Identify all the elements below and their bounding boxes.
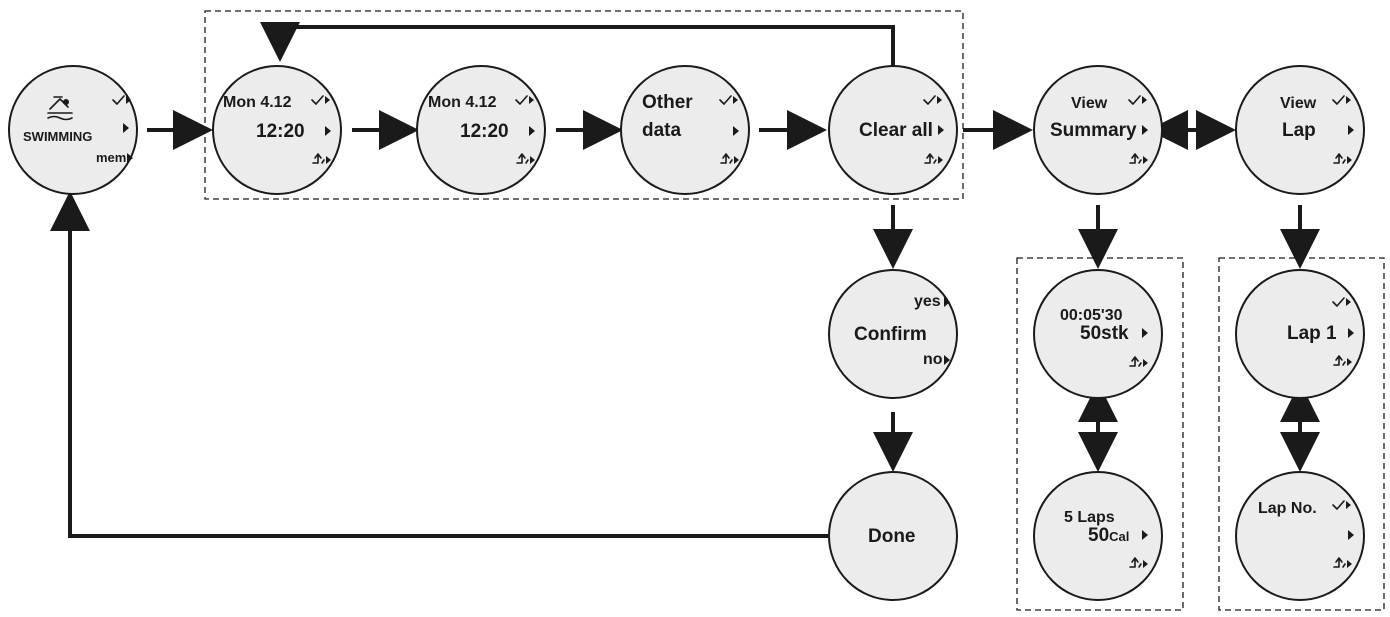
node-mon-1: Mon 4.12 12:20 [212,65,342,195]
view-summary-line2: Summary [1050,120,1137,141]
confirm-no: no [923,351,943,368]
arrow-done-to-start [50,191,828,538]
node-clear-all: Clear all [828,65,958,195]
summary-laps: 5 Laps [1064,509,1115,526]
node-confirm: Confirm yes no [828,269,958,399]
node-done: Done [828,471,958,601]
lap-1-label: Lap 1 [1287,323,1337,344]
mon-1-date: Mon 4.12 [223,94,292,111]
node-mon-2: Mon 4.12 12:20 [416,65,546,195]
arrow-clear-loop-back [260,22,895,68]
mem-label: mem [96,150,126,165]
other-data-line2: data [642,120,682,141]
node-lap-no: Lap No. [1235,471,1365,601]
lap-no-label: Lap No. [1258,500,1317,517]
node-view-lap: View Lap [1235,65,1365,195]
mon-2-date: Mon 4.12 [428,94,497,111]
done-label: Done [868,526,916,547]
swimmer-icon [47,96,73,121]
node-view-summary: View Summary [1033,65,1163,195]
node-summary-time: 00:05'30 50stk [1033,269,1163,399]
confirm-yes: yes [914,293,941,310]
mon-2-time: 12:20 [460,121,509,142]
summary-time: 00:05'30 [1060,307,1123,324]
node-other-data: Other data [620,65,750,195]
summary-calories: 50Cal [1088,525,1129,546]
view-lap-line2: Lap [1282,120,1316,141]
view-lap-line1: View [1280,95,1317,112]
confirm-label: Confirm [854,324,927,345]
swimming-title: SWIMMING [23,129,92,144]
node-summary-laps: 5 Laps 50Cal [1033,471,1163,601]
view-summary-line1: View [1071,95,1108,112]
other-data-line1: Other [642,92,693,113]
clear-all-label: Clear all [859,120,933,141]
node-swimming: SWIMMING mem [8,65,138,195]
mon-1-time: 12:20 [256,121,305,142]
summary-strokes: 50stk [1080,323,1129,344]
memory-group-box [204,10,964,200]
node-lap-1: Lap 1 [1235,269,1365,399]
